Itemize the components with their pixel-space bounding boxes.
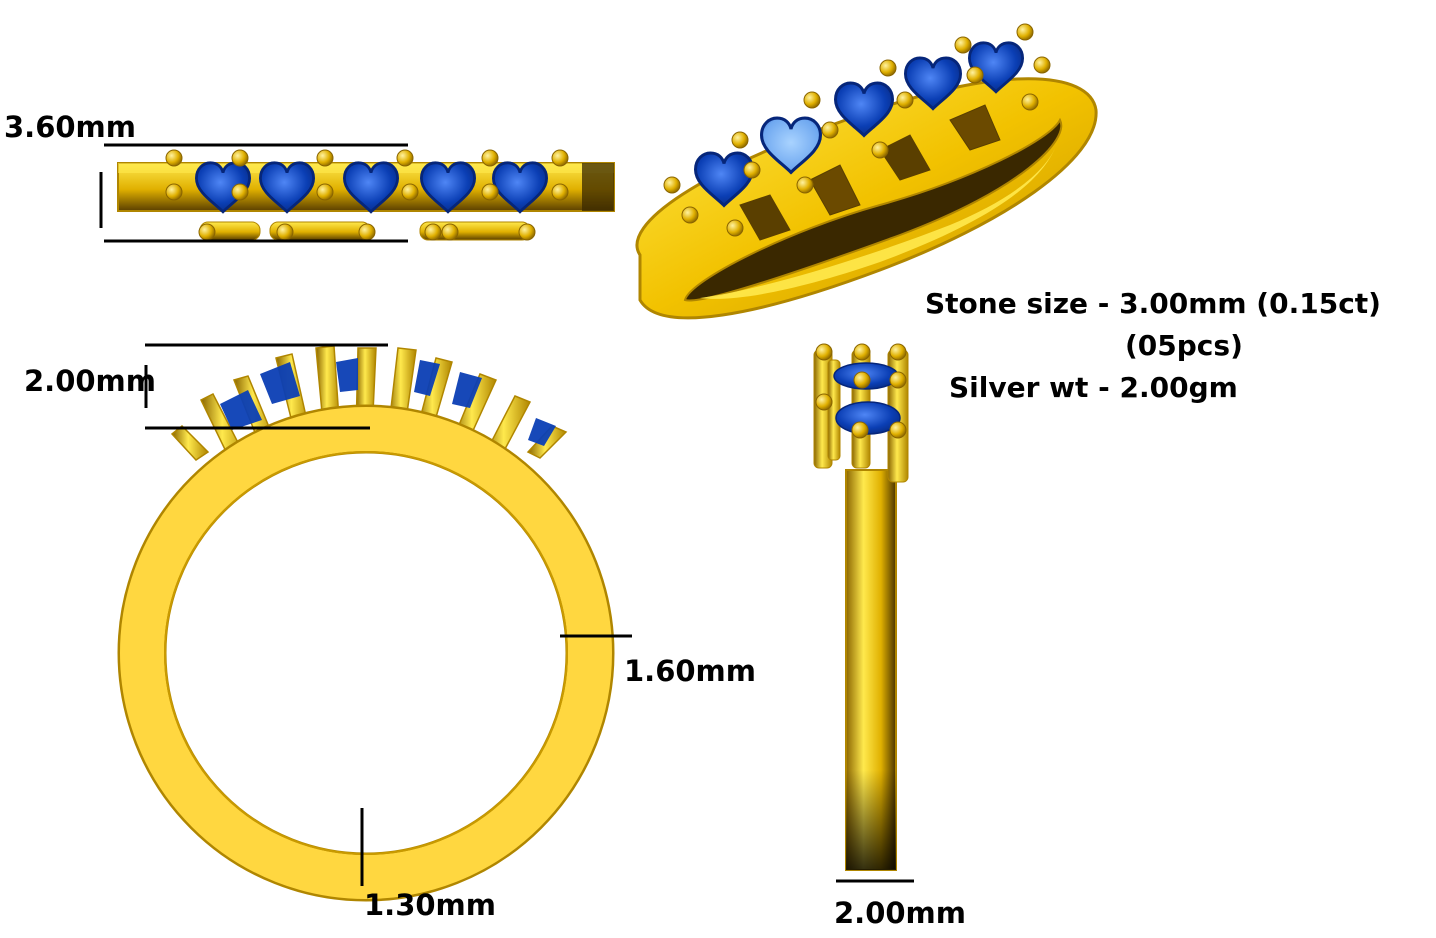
front-band xyxy=(120,407,612,899)
prong-bead xyxy=(879,59,897,77)
prong-bead xyxy=(815,393,833,411)
spec-stone-count: (05pcs) xyxy=(1125,329,1243,362)
gallery-bar xyxy=(809,164,861,216)
dimension-label-side-width: 2.00mm xyxy=(834,896,966,930)
prong-bead xyxy=(796,176,814,194)
dimension-label-top-height: 3.60mm xyxy=(4,110,136,144)
prong-bead xyxy=(316,183,334,201)
front-stone xyxy=(414,360,440,396)
prong-bead xyxy=(966,66,984,84)
prong-bead xyxy=(871,141,889,159)
front-stone xyxy=(528,418,556,446)
dimension-label-band-thickness: 1.60mm xyxy=(624,654,756,688)
prong-bead xyxy=(551,149,569,167)
front-prong xyxy=(170,424,210,461)
prong-bead xyxy=(1016,23,1034,41)
front-prong xyxy=(526,425,568,459)
front-stone xyxy=(260,362,300,404)
prong-bead xyxy=(165,149,183,167)
prong-bead xyxy=(231,183,249,201)
prong-bead xyxy=(889,371,907,389)
prong-bead xyxy=(889,343,907,361)
prong-bead xyxy=(316,149,334,167)
prong-bead xyxy=(681,206,699,224)
prong-bead xyxy=(803,91,821,109)
front-stone xyxy=(336,358,358,392)
prong-bead xyxy=(401,183,419,201)
side-stone xyxy=(835,401,901,435)
gallery-bar xyxy=(739,194,791,241)
side-shank-shadow xyxy=(846,470,896,870)
ring-top-view-icon xyxy=(99,143,615,243)
front-stone xyxy=(452,372,482,408)
prong-bead xyxy=(663,176,681,194)
prong-bead xyxy=(441,223,459,241)
prong-bead xyxy=(165,183,183,201)
prong-bead xyxy=(231,149,249,167)
prong-bead xyxy=(954,36,972,54)
prong-bead xyxy=(743,161,761,179)
ring-perspective-icon xyxy=(635,23,1098,320)
prong-bead xyxy=(821,121,839,139)
prong-bead xyxy=(424,223,442,241)
prong-bead xyxy=(815,343,833,361)
dimension-label-bottom-thickness: 1.30mm xyxy=(364,888,496,922)
prong-bead xyxy=(851,421,869,439)
prong-bead xyxy=(1033,56,1051,74)
prong-bead xyxy=(853,343,871,361)
ring-side-view-icon xyxy=(813,343,914,883)
gallery-bar xyxy=(879,134,931,181)
prong-bead xyxy=(276,223,294,241)
prong-bead xyxy=(1021,93,1039,111)
dimension-label-prong-height: 2.00mm xyxy=(24,364,156,398)
prong-bead xyxy=(726,219,744,237)
prong-bead xyxy=(551,183,569,201)
prong-bead xyxy=(198,223,216,241)
prong-bead xyxy=(896,91,914,109)
prong-bead xyxy=(518,223,536,241)
gallery-bar xyxy=(949,104,1001,151)
prong-bead xyxy=(731,131,749,149)
top-band-shadow xyxy=(582,163,614,211)
ring-front-view-icon xyxy=(117,343,632,902)
prong-bead xyxy=(889,421,907,439)
prong-bead xyxy=(396,149,414,167)
prong-bead xyxy=(358,223,376,241)
front-band-inner-edge xyxy=(164,451,568,855)
spec-silver-weight: Silver wt - 2.00gm xyxy=(949,371,1238,404)
prong-bead xyxy=(853,371,871,389)
prong-bead xyxy=(481,149,499,167)
front-stone xyxy=(220,390,262,430)
spec-stone-size: Stone size - 3.00mm (0.15ct) xyxy=(925,287,1381,320)
prong-bead xyxy=(481,183,499,201)
perspective-inner-shadow xyxy=(683,117,1063,302)
